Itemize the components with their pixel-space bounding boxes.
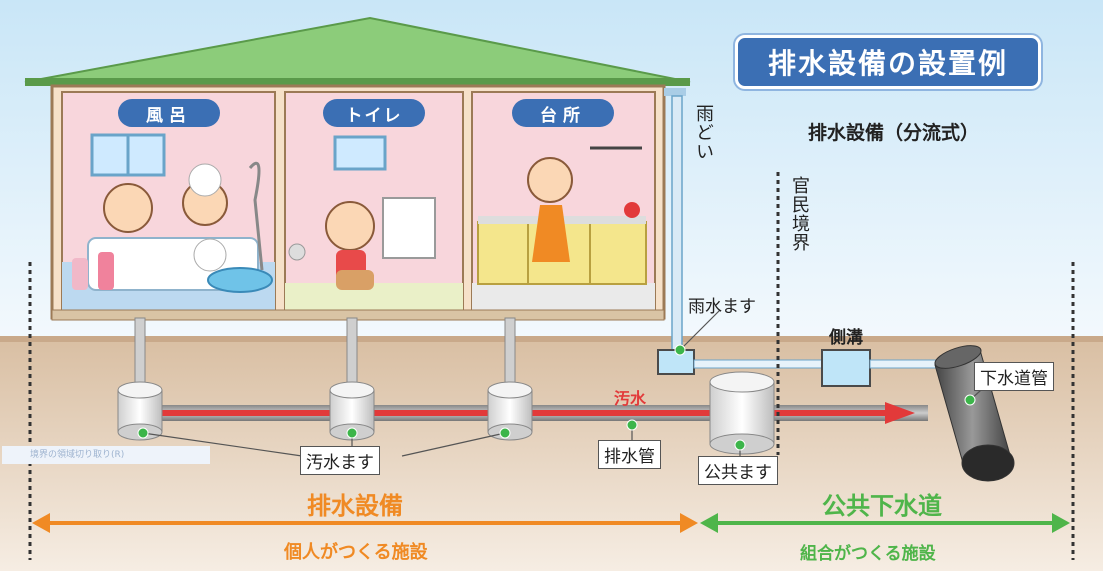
label-public-masu: 公共ます: [698, 456, 778, 485]
green-arrow-right-head: [1052, 513, 1070, 533]
room-label-toilet: トイレ: [323, 99, 425, 127]
ghost-tooltip: 境界の領域切り取り(R): [2, 446, 210, 464]
subtitle: 排水設備（分流式）: [808, 122, 980, 144]
label-amadoi: 雨どい: [693, 104, 714, 161]
label-private-facility: 個人がつくる施設: [284, 542, 428, 563]
sewer-main-pipe: [934, 345, 1015, 482]
flow-arrow: [885, 402, 915, 424]
green-arrow-left-head: [700, 513, 718, 533]
rain-gutter-pipe: [671, 95, 683, 357]
title-badge: 排水設備の設置例: [735, 35, 1041, 89]
side-ditch: [821, 349, 871, 387]
label-rainwater-masu: 雨水ます: [688, 297, 756, 317]
label-sewage: 汚水: [614, 389, 647, 408]
room-label-bath: 風呂: [118, 99, 220, 127]
label-sewer-pipe: 下水道管: [974, 362, 1054, 391]
room-label-kitchen: 台所: [512, 99, 614, 127]
orange-arrow-left-head: [32, 513, 50, 533]
label-drain-pipe: 排水管: [598, 440, 661, 469]
label-kanmin-kyokai: 官民境界: [789, 176, 810, 252]
label-drainage-equipment: 排水設備: [307, 492, 403, 520]
label-union-facility: 組合がつくる施設: [800, 544, 936, 564]
public-masu: [709, 371, 775, 455]
sewage-masu-2: [329, 381, 375, 441]
label-sewage-masu: 汚水ます: [300, 446, 380, 475]
label-public-sewer: 公共下水道: [822, 492, 942, 520]
orange-arrow-right-head: [680, 513, 698, 533]
label-side-ditch: 側溝: [829, 328, 863, 348]
